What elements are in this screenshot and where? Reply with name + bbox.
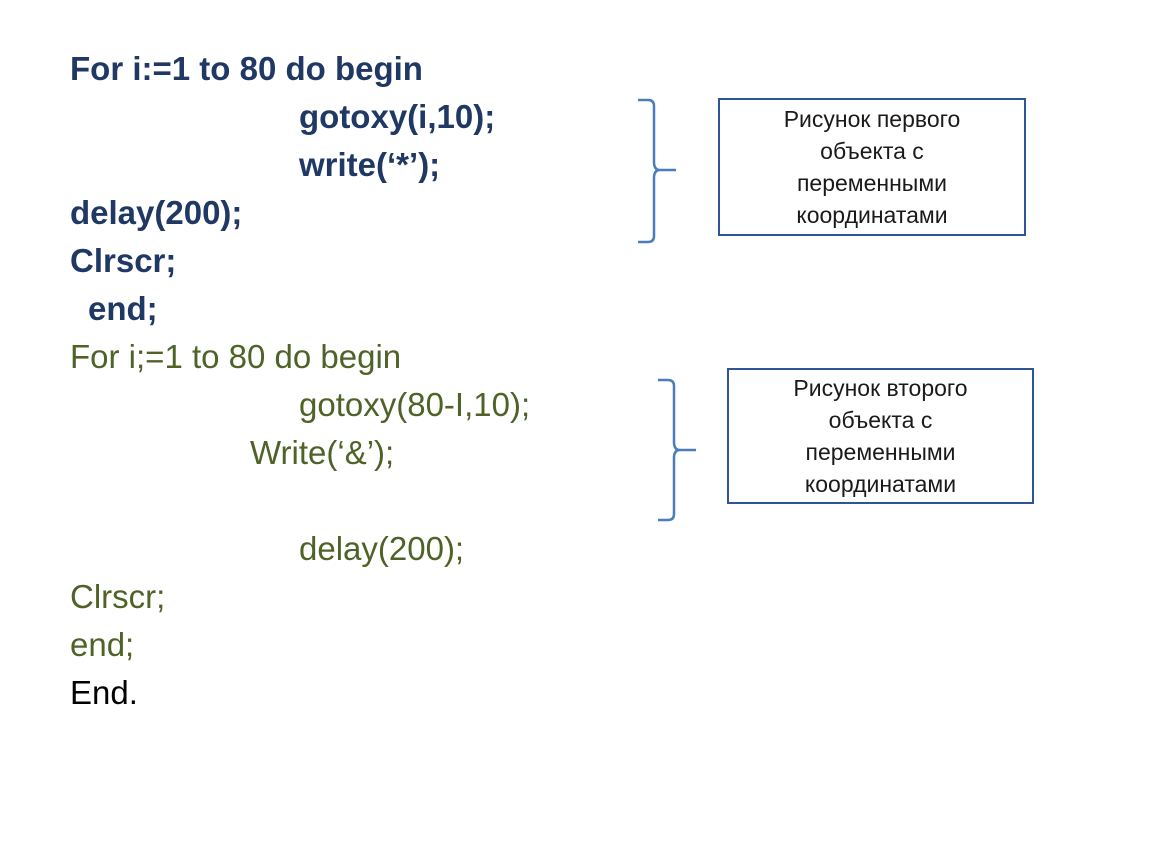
code-line-for-loop-2: For i;=1 to 80 do begin (70, 338, 402, 375)
code-line-program-end: End. (70, 674, 138, 711)
code-line-end-1: end; (88, 290, 158, 327)
code-line-delay-2: delay(200); (299, 530, 465, 567)
curly-brace-icon (638, 98, 676, 244)
code-line-write-1: write(‘*’); (299, 146, 441, 183)
code-line-delay-1: delay(200); (70, 194, 243, 231)
code-line-clrscr-1: Clrscr; (70, 242, 177, 279)
note-text-first-object: Рисунок первого объекта с переменными ко… (783, 106, 961, 228)
note-text-second-object: Рисунок второго объекта с переменными ко… (793, 375, 968, 497)
code-line-gotoxy-2: gotoxy(80-I,10); (299, 386, 531, 423)
note-box-second-object: Рисунок второго объекта с переменными ко… (727, 368, 1034, 504)
code-line-gotoxy-1: gotoxy(i,10); (299, 98, 496, 135)
code-line-clrscr-2: Clrscr; (70, 578, 166, 615)
code-line-write-2: Write(‘&’); (250, 434, 395, 471)
curly-brace-icon (658, 378, 696, 522)
note-box-first-object: Рисунок первого объекта с переменными ко… (718, 98, 1026, 236)
code-line-for-loop-1: For i:=1 to 80 do begin (70, 50, 423, 87)
code-line-end-2: end; (70, 626, 135, 663)
